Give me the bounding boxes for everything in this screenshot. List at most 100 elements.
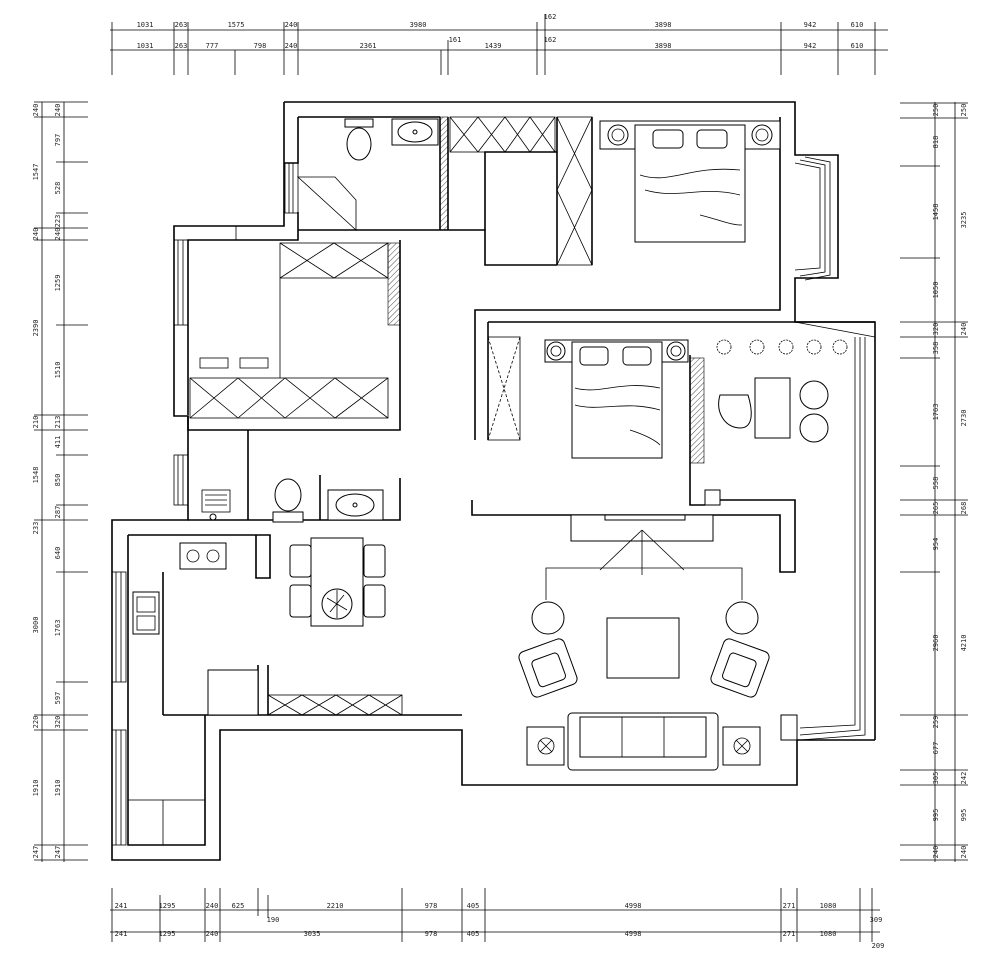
dim-label: 850: [54, 474, 62, 487]
dim-label: 610: [851, 42, 864, 50]
dim-label: 240: [32, 104, 40, 117]
dim-label: 268: [960, 502, 968, 515]
dim-label: 610: [851, 21, 864, 29]
dim-label: 4998: [625, 902, 642, 910]
dim-label: 1295: [159, 902, 176, 910]
dim-label: 1910: [54, 780, 62, 797]
dining-table: [289, 537, 386, 627]
dim-label: 3235: [960, 212, 968, 229]
dim-label: 1439: [485, 42, 502, 50]
dim-note: 190: [267, 916, 280, 924]
sink-top: [391, 118, 439, 146]
sideboard: [267, 694, 403, 716]
exterior-walls: [111, 101, 876, 861]
dim-label: 942: [804, 21, 817, 29]
living-sofa-set: [518, 601, 770, 771]
dim-label: 240: [206, 930, 219, 938]
dim-label: 240: [32, 228, 40, 241]
dim-label: 265: [932, 502, 940, 515]
dim-label: 1295: [159, 930, 176, 938]
dim-label: 240: [54, 228, 62, 241]
dim-note: 162: [544, 13, 557, 21]
dim-label: 213: [54, 416, 62, 429]
dim-label: 263: [175, 21, 188, 29]
bottom-dimension-lines: [110, 888, 880, 942]
dim-label: 358: [932, 342, 940, 355]
dim-label: 1763: [932, 404, 940, 421]
dim-label: 954: [932, 538, 940, 551]
dim-label: 2210: [327, 902, 344, 910]
window-balcony-2: [111, 729, 127, 846]
dim-label: 1510: [54, 362, 62, 379]
utility-room: [201, 489, 231, 521]
dim-label: 1080: [820, 930, 837, 938]
dim-note: 162: [544, 36, 557, 44]
dim-label: 1458: [932, 204, 940, 221]
dim-label: 4998: [625, 930, 642, 938]
left-dimension-lines: [34, 101, 88, 862]
windows: [111, 156, 876, 846]
dim-label: 3000: [32, 617, 40, 634]
toilet-top: [344, 118, 374, 161]
dim-label: 3898: [655, 21, 672, 29]
right-dimension-labels: 250 818 1458 1050 320 358 1763 558 265 9…: [932, 104, 968, 859]
side-table-right: [722, 726, 761, 766]
partition-hatch: [439, 116, 449, 231]
dim-label: 240: [960, 323, 968, 336]
dim-label: 1259: [54, 275, 62, 292]
dim-label: 240: [932, 846, 940, 859]
dim-label: 777: [206, 42, 219, 50]
dim-label: 405: [467, 902, 480, 910]
dim-label: 3898: [655, 42, 672, 50]
dim-label: 209: [872, 942, 885, 950]
top-dimension-lines: [110, 14, 888, 75]
cooktop: [179, 542, 227, 570]
dim-label: 1031: [137, 21, 154, 29]
dim-label: 4210: [960, 635, 968, 652]
dim-label: 250: [960, 104, 968, 117]
bottom-dimension-labels: 241 1295 240 625 2210 978 405 4998 271 1…: [115, 902, 885, 950]
dim-label: 411: [54, 436, 62, 449]
tv-cabinet: [545, 514, 743, 600]
dim-label: 797: [54, 134, 62, 147]
master-bed: [599, 120, 781, 243]
dim-label: 1031: [137, 42, 154, 50]
dim-label: 241: [115, 930, 128, 938]
dim-label: 597: [54, 692, 62, 705]
dim-label: 978: [425, 930, 438, 938]
bedroom-3-partition: [689, 357, 705, 464]
dim-label: 995: [960, 809, 968, 822]
dim-label: 677: [932, 742, 940, 755]
dim-label: 233: [32, 522, 40, 535]
dim-label: 305: [932, 772, 940, 785]
dim-label: 240: [285, 21, 298, 29]
dim-label: 242: [960, 772, 968, 785]
balcony-plants: [716, 339, 848, 355]
dim-label: 309: [870, 916, 883, 924]
dim-label: 240: [206, 902, 219, 910]
dim-label: 1080: [820, 902, 837, 910]
dim-label: 2960: [932, 635, 940, 652]
dim-label: 978: [425, 902, 438, 910]
window-bedroom-2: [173, 239, 189, 326]
dim-label: 640: [54, 547, 62, 560]
column: [704, 489, 721, 506]
dim-label: 1548: [32, 467, 40, 484]
window-bathroom: [284, 162, 299, 214]
dim-label: 271: [783, 902, 796, 910]
dim-label: 995: [932, 809, 940, 822]
top-dimension-labels: 1031 263 1575 240 3980 3898 942 610 162 …: [137, 13, 864, 50]
dim-label: 240: [54, 104, 62, 117]
dim-label: 271: [783, 930, 796, 938]
shower-area: [296, 176, 357, 231]
dim-label: 247: [54, 846, 62, 859]
dim-label: 528: [54, 182, 62, 195]
dim-label: 1050: [932, 282, 940, 299]
dim-label: 223: [54, 215, 62, 228]
dim-label: 240: [285, 42, 298, 50]
dim-label: 247: [32, 846, 40, 859]
dim-label: 405: [467, 930, 480, 938]
sink-bottom: [327, 489, 384, 521]
window-kitchen: [111, 571, 127, 683]
dim-label: 287: [54, 506, 62, 519]
